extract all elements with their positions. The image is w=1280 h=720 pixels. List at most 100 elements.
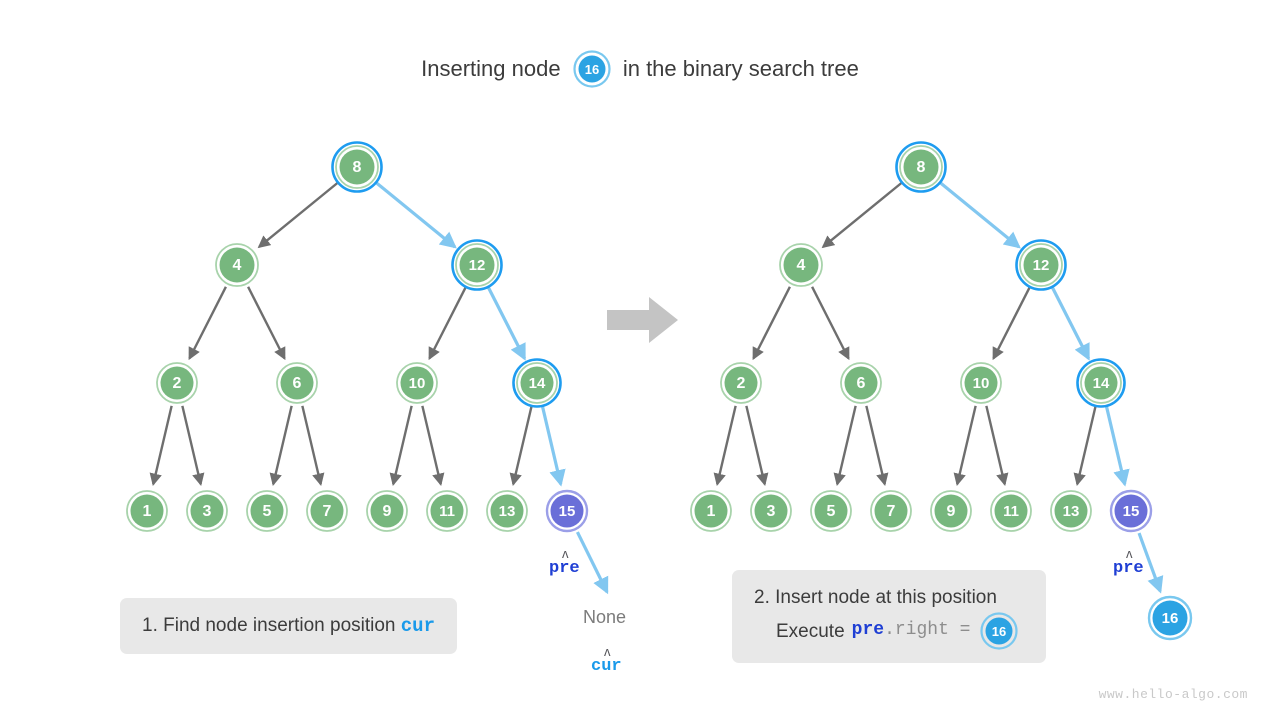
- tree-node-1[interactable]: 1: [126, 490, 168, 532]
- tree-edge: [1137, 532, 1164, 594]
- tree-node-2[interactable]: 2: [156, 362, 198, 404]
- node-circle: [370, 494, 404, 528]
- tree-edge: [269, 405, 293, 487]
- tree-node-7[interactable]: 7: [306, 490, 348, 532]
- tree-edge: [509, 405, 533, 487]
- tree-node-9[interactable]: 9: [366, 490, 408, 532]
- tree-node-14[interactable]: 14: [1076, 358, 1126, 408]
- caption-step-2: 2. Insert node at this position Execute …: [732, 570, 1047, 664]
- node-outer-ring: [276, 362, 318, 404]
- tree-node-2[interactable]: 2: [720, 362, 762, 404]
- node-label: 8: [917, 159, 926, 176]
- tree-node-4[interactable]: 4: [215, 243, 259, 287]
- tree-edge: [821, 181, 903, 249]
- title-node-16: 16: [573, 50, 611, 88]
- tree-node-12[interactable]: 12: [451, 239, 503, 291]
- node-circle: [1152, 600, 1188, 636]
- node-outer-ring: [186, 490, 228, 532]
- node-label: 3: [767, 503, 776, 520]
- tree-node-10[interactable]: 10: [396, 362, 438, 404]
- node-outer-ring: [215, 243, 259, 287]
- tree-node-11[interactable]: 11: [990, 490, 1032, 532]
- node-circle: [1054, 494, 1088, 528]
- node-outer-ring: [1019, 243, 1063, 287]
- tree-node-7[interactable]: 7: [870, 490, 912, 532]
- tree-node-8[interactable]: 8: [895, 141, 947, 193]
- node-label: 4: [233, 257, 242, 274]
- node-label: 11: [1003, 503, 1019, 520]
- tree-node-3[interactable]: 3: [750, 490, 792, 532]
- node-circle: [844, 366, 878, 400]
- tree-edge: [752, 286, 791, 361]
- node-outer-ring: [156, 362, 198, 404]
- tree-node-10[interactable]: 10: [960, 362, 1002, 404]
- node-outer-ring: [810, 490, 852, 532]
- tree-node-16[interactable]: 16: [1147, 595, 1193, 641]
- node-circle: [874, 494, 908, 528]
- node-label: 5: [827, 503, 836, 520]
- node-outer-ring: [870, 490, 912, 532]
- node-label: 8: [353, 159, 362, 176]
- node-outer-ring: [1109, 489, 1153, 533]
- node-outer-ring: [1050, 490, 1092, 532]
- tree-node-15[interactable]: 15: [1109, 489, 1153, 533]
- tree-edge: [540, 405, 566, 487]
- node-outer-ring: [779, 243, 823, 287]
- tree-node-14[interactable]: 14: [512, 358, 562, 408]
- node-label: 6: [293, 375, 302, 392]
- tree-node-6[interactable]: 6: [276, 362, 318, 404]
- caption-2-execute: Execute: [776, 620, 845, 642]
- caption-1-keyword: cur: [400, 615, 435, 637]
- node-circle: [520, 366, 554, 400]
- title-suffix: in the binary search tree: [622, 56, 859, 81]
- tree-node-9[interactable]: 9: [930, 490, 972, 532]
- caption-2-node-label: 16: [992, 624, 1006, 639]
- node-label: 11: [439, 503, 455, 520]
- node-outer-ring: [486, 490, 528, 532]
- tree-node-13[interactable]: 13: [1050, 490, 1092, 532]
- node-circle: [280, 366, 314, 400]
- node-circle: [130, 494, 164, 528]
- node-circle: [430, 494, 464, 528]
- tree-node-12[interactable]: 12: [1015, 239, 1067, 291]
- node-circle: [724, 366, 758, 400]
- node-outer-ring: [960, 362, 1002, 404]
- tree-node-8[interactable]: 8: [331, 141, 383, 193]
- tree-edge: [833, 405, 857, 487]
- tree-node-15[interactable]: 15: [545, 489, 589, 533]
- pointer-caret-icon: ʌ: [1126, 546, 1133, 561]
- tree-edge: [953, 405, 977, 487]
- node-label: 7: [887, 503, 896, 520]
- node-label: 14: [529, 375, 546, 392]
- tree-node-5[interactable]: 5: [246, 490, 288, 532]
- node-circle: [400, 366, 434, 400]
- node-outer-ring: [899, 145, 943, 189]
- node-outer-ring: [366, 490, 408, 532]
- node-label: 12: [469, 257, 486, 274]
- pointer-caret-icon: ʌ: [562, 546, 569, 561]
- tree-node-1[interactable]: 1: [690, 490, 732, 532]
- tree-edge: [257, 181, 339, 249]
- node-label: 14: [1093, 375, 1110, 392]
- tree-node-5[interactable]: 5: [810, 490, 852, 532]
- node-highlight-ring: [331, 141, 383, 193]
- tree-node-4[interactable]: 4: [779, 243, 823, 287]
- node-outer-ring: [396, 362, 438, 404]
- tree-edge: [992, 286, 1031, 361]
- node-circle: [964, 366, 998, 400]
- tree-node-6[interactable]: 6: [840, 362, 882, 404]
- node-outer-ring: [930, 490, 972, 532]
- tree-node-13[interactable]: 13: [486, 490, 528, 532]
- tree-edge: [865, 405, 889, 487]
- title-prefix: Inserting node: [421, 56, 561, 81]
- tree-edge: [301, 405, 325, 487]
- tree-edge: [188, 286, 227, 361]
- caption-2-keyword-pre: pre: [851, 620, 885, 641]
- tree-edge: [985, 405, 1009, 487]
- tree-node-3[interactable]: 3: [186, 490, 228, 532]
- tree-edge: [181, 405, 205, 487]
- tree-node-11[interactable]: 11: [426, 490, 468, 532]
